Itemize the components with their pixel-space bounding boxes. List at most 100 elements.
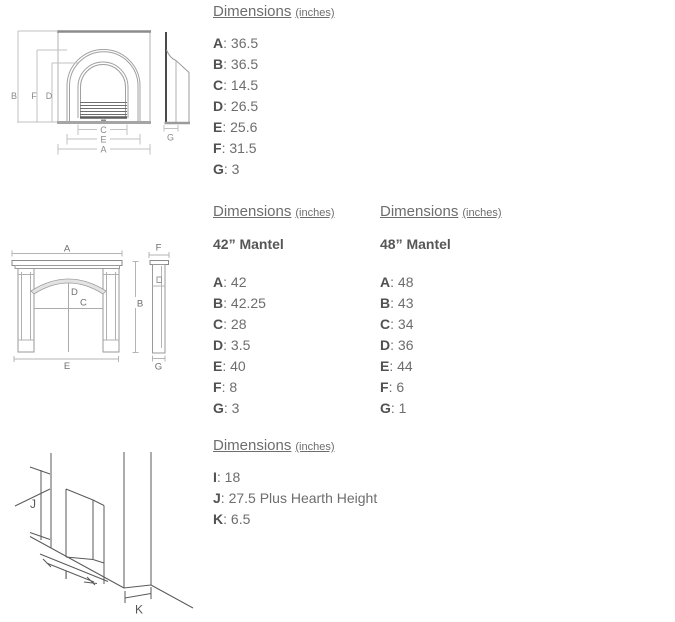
dimension-value: 1 [398,400,407,416]
dim-label-c: C [100,125,107,135]
dimension-value: 27.5 Plus Hearth Height [228,490,378,506]
dimension-letter: K [213,511,224,527]
dimension-letter: D [213,98,224,114]
dimension-letter: G [380,400,391,416]
dimension-separator: : [221,140,230,156]
dimension-row: F: 6 [380,377,413,398]
dimension-separator: : [390,295,398,311]
dimension-separator: : [390,274,398,290]
dim-label-b: B [11,91,17,101]
mantel-front-view: A D C E B [11,244,146,372]
hearth-diagram: J I K [14,452,194,617]
dimension-lines [17,30,151,155]
dimension-row: C: 34 [380,314,413,335]
dim-label-k: K [135,603,143,617]
dimensions-heading: Dimensions(inches) [213,3,335,20]
dim-label-c: C [80,298,87,309]
dimension-value: 18 [224,469,241,485]
mantel-diagram: A D C E B F G [11,243,170,373]
dimension-value: 6 [396,379,405,395]
dimension-row: E: 40 [213,356,266,377]
dimension-row: A: 36.5 [213,33,335,54]
hearth-perspective-view [29,452,194,609]
dimension-separator: : [390,316,398,332]
grate [80,102,127,122]
dimension-row: B: 36.5 [213,54,335,75]
dimension-separator: : [223,511,231,527]
dimension-row: G: 3 [213,398,266,419]
dimension-value: 3.5 [230,337,251,353]
dimension-letter: E [213,358,223,374]
dim-label-f: F [31,91,37,101]
dimension-row: K: 6.5 [213,509,377,530]
dimension-separator: : [389,358,398,374]
dimension-letter: J [213,490,221,506]
dimension-letter: D [380,337,391,353]
dim-label-g: G [155,362,162,373]
insert-front-view: B F D C E A [11,30,151,155]
dimension-separator: : [223,161,232,177]
dimension-value: 42 [230,274,247,290]
dimension-row: A: 48 [380,272,413,293]
dimension-value: 42.25 [230,295,266,311]
dimension-separator: : [223,35,231,51]
dimension-row: D: 26.5 [213,96,335,117]
dimension-separator: : [223,337,231,353]
dimension-row: C: 14.5 [213,75,335,96]
dimension-row: C: 28 [213,314,266,335]
dimension-separator: : [223,400,232,416]
mantel-42-dimensions-table: Dimensions(inches) 42” Mantel A: 42 B: 4… [213,203,373,418]
dimension-letter: C [213,316,224,332]
dimension-value: 36.5 [230,35,259,51]
dimension-row: A: 42 [213,272,266,293]
dimension-letter: E [213,119,223,135]
hearth-dimensions-table: Dimensions(inches) I: 18 J: 27.5 Plus He… [213,437,473,547]
dimension-letter: C [213,77,224,93]
mantel-side-view: F G [148,243,170,373]
dim-label-a: A [100,145,106,155]
dim-label-e: E [100,135,106,145]
dimensions-heading-unit: (inches) [295,441,335,453]
dimension-separator: : [223,56,231,72]
dimensions-heading-title: Dimensions [213,203,292,220]
dim-label-d: D [46,91,53,101]
dim-label-b: B [137,299,143,310]
dimension-letter: D [213,337,224,353]
mantel-48-title: 48” Mantel [380,236,451,252]
dim-label-a: A [64,244,71,255]
dimension-value: 40 [230,358,246,374]
dimension-letter: F [213,140,222,156]
dimensions-heading-title: Dimensions [213,3,292,20]
insert-side-view: G [163,32,190,143]
dimension-value: 26.5 [230,98,259,114]
dimensions-heading: Dimensions(inches) [213,203,335,220]
dimension-value: 3 [231,161,240,177]
dimension-value: 14.5 [230,77,259,93]
dim-label-d: D [71,287,78,298]
dimension-letter: F [380,379,389,395]
dimension-row: G: 3 [213,159,335,180]
dimension-separator: : [223,316,231,332]
dimension-value: 28 [230,316,247,332]
dimension-value: 44 [397,358,413,374]
dimension-letter: A [380,274,391,290]
dimension-value: 8 [229,379,238,395]
dimension-letter: B [213,295,224,311]
dimension-letter: A [213,274,224,290]
dimensions-heading-title: Dimensions [380,203,459,220]
dimension-value: 31.5 [229,140,257,156]
dimension-row: B: 43 [380,293,413,314]
dimensions-heading: Dimensions(inches) [380,203,502,220]
dimension-value: 6.5 [230,511,251,527]
dimension-value: 34 [397,316,414,332]
dimension-letter: G [213,400,224,416]
dimension-letter: A [213,35,224,51]
dimension-value: 3 [231,400,240,416]
insert-diagram: B F D C E A G [11,30,190,155]
dimension-separator: : [388,379,397,395]
dimension-row: F: 31.5 [213,138,335,159]
dimension-value: 48 [397,274,414,290]
mantel-42-title: 42” Mantel [213,236,284,252]
dimension-letter: F [213,379,222,395]
dimensions-heading: Dimensions(inches) [213,437,335,454]
